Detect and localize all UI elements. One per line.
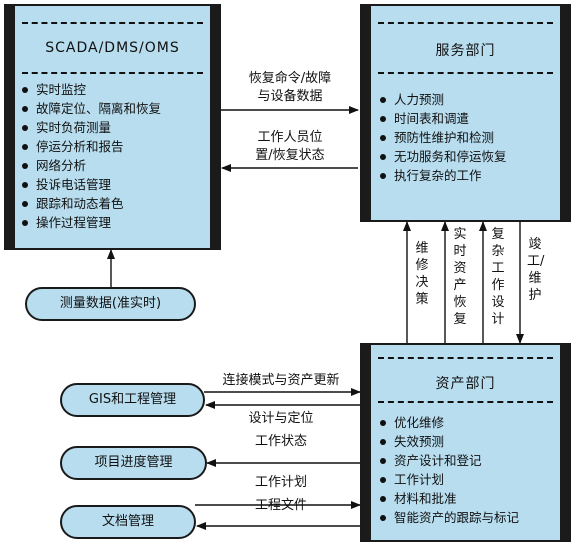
flow-label: 与设备数据 — [257, 89, 323, 104]
flow-label: 恢复命令/故障 — [248, 71, 332, 86]
list-item: 故障定位、隔离和恢复 — [22, 99, 161, 118]
list-item: 跟踪和动态着色 — [22, 194, 161, 213]
flow-label: 实时资产恢复 — [453, 227, 467, 327]
docs-node: 文档管理 — [60, 505, 196, 539]
flow-label: 置/恢复状态 — [255, 148, 325, 163]
asset-department-panel: 资产部门 优化维修 失效预测 资产设计和登记 工作计划 材料和批准 智能资产的跟… — [360, 343, 571, 542]
list-item: 实时监控 — [22, 80, 161, 99]
list-item: 网络分析 — [22, 156, 161, 175]
list-item: 投诉电话管理 — [22, 175, 161, 194]
scada-list: 实时监控 故障定位、隔离和恢复 实时负荷测量 停运分析和报告 网络分析 投诉电话… — [22, 80, 161, 232]
list-item: 时间表和调遣 — [380, 109, 507, 128]
list-item: 实时负荷测量 — [22, 118, 161, 137]
flow-label: 工程文件 — [254, 498, 307, 513]
flow-label: 竣工/维护 — [527, 237, 545, 303]
flow-label: 连接模式与资产更新 — [222, 373, 340, 388]
list-item: 优化维修 — [380, 413, 519, 432]
service-department-panel: 服务部门 人力预测 时间表和调遣 预防性维护和检测 无功服务和停运恢复 执行复杂… — [360, 4, 571, 222]
gis-node: GIS和工程管理 — [60, 383, 205, 417]
flow-label: 工作计划 — [254, 475, 307, 490]
list-item: 执行复杂的工作 — [380, 166, 507, 185]
list-item: 工作计划 — [380, 470, 519, 489]
flow-label: 工作状态 — [254, 434, 307, 449]
flow-label: 维修决策 — [415, 241, 429, 307]
asset-list: 优化维修 失效预测 资产设计和登记 工作计划 材料和批准 智能资产的跟踪与标记 — [380, 413, 519, 527]
flow-label: 设计与定位 — [248, 411, 314, 426]
asset-title: 资产部门 — [435, 376, 496, 392]
service-title: 服务部门 — [435, 43, 496, 59]
scada-title: SCADA/DMS/OMS — [45, 40, 180, 56]
flow-label: 工作人员位 — [257, 130, 323, 145]
measurement-data-node: 测量数据(准实时) — [25, 287, 196, 321]
divider — [378, 401, 553, 403]
list-item: 材料和批准 — [380, 489, 519, 508]
list-item: 人力预测 — [380, 90, 507, 109]
list-item: 无功服务和停运恢复 — [380, 147, 507, 166]
list-item: 失效预测 — [380, 432, 519, 451]
schedule-node: 项目进度管理 — [60, 446, 207, 480]
list-item: 停运分析和报告 — [22, 137, 161, 156]
flow-label: 复杂工作设计 — [491, 227, 505, 327]
list-item: 智能资产的跟踪与标记 — [380, 508, 519, 527]
divider — [378, 357, 553, 359]
scada-dms-oms-panel: SCADA/DMS/OMS 实时监控 故障定位、隔离和恢复 实时负荷测量 停运分… — [4, 4, 221, 250]
divider — [378, 22, 553, 24]
divider — [22, 72, 203, 74]
list-item: 预防性维护和检测 — [380, 128, 507, 147]
list-item: 资产设计和登记 — [380, 451, 519, 470]
divider — [22, 22, 203, 24]
divider — [378, 72, 553, 74]
list-item: 操作过程管理 — [22, 213, 161, 232]
service-list: 人力预测 时间表和调遣 预防性维护和检测 无功服务和停运恢复 执行复杂的工作 — [380, 90, 507, 185]
